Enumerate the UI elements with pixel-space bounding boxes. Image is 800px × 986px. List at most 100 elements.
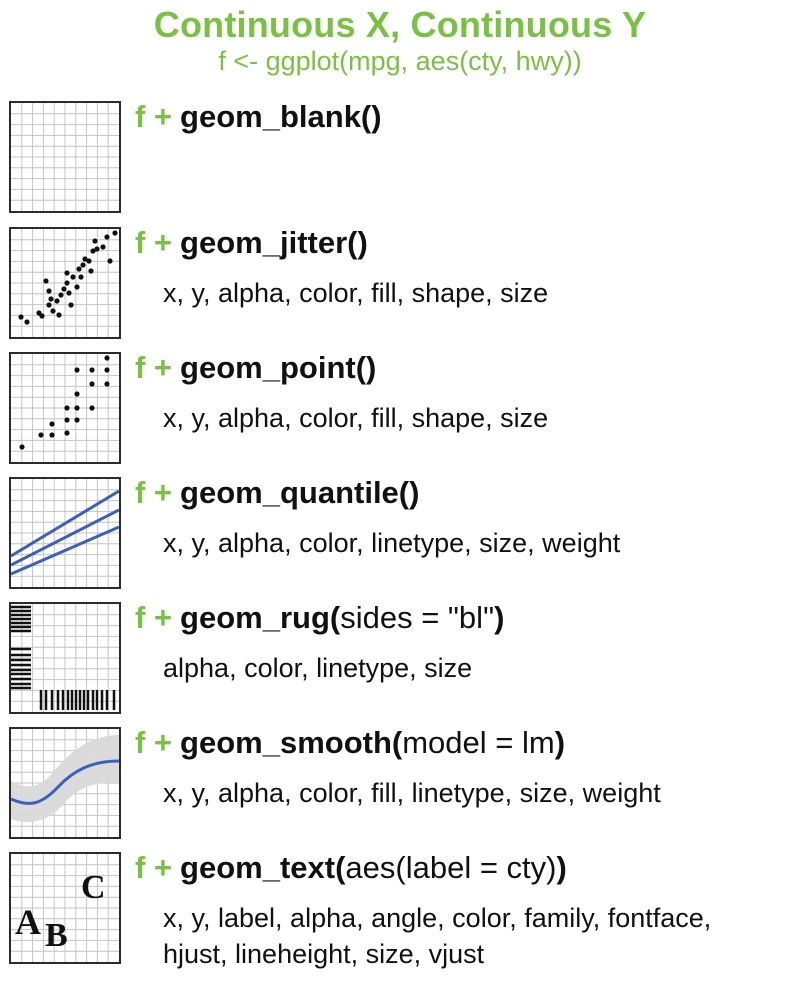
jitter-point [76, 266, 82, 272]
function-name: geom_text( [180, 850, 346, 885]
scatter-point [64, 405, 70, 411]
quantile-line-upper [11, 489, 119, 558]
function-args: aes(label = cty) [345, 850, 557, 885]
thumbnail-text: C A B [9, 852, 121, 964]
function-close: ) [366, 350, 377, 385]
f-prefix: f + [135, 475, 173, 510]
f-prefix: f + [135, 725, 173, 760]
rug-ticks-left [11, 605, 31, 690]
scatter-point [74, 405, 80, 411]
jitter-point [107, 258, 113, 264]
jitter-point [112, 230, 118, 236]
aesthetics-line-2: hjust, lineheight, size, vjust [163, 939, 485, 969]
aesthetics-list: alpha, color, linetype, size [163, 653, 473, 683]
jitter-point [66, 290, 72, 296]
glyph-a: A [15, 902, 41, 942]
jitter-point [58, 292, 64, 298]
geom-row-blank: f +geom_blank() [0, 99, 800, 213]
code-line: f +geom_point() [135, 350, 376, 386]
scatter-point [74, 391, 80, 397]
jitter-point [86, 258, 92, 264]
geom-row-point: f +geom_point() x, y, alpha, color, fill… [0, 350, 800, 464]
jitter-point [43, 278, 49, 284]
scatter-point [49, 421, 55, 427]
function-name: geom_blank( [180, 99, 372, 134]
page-title: Continuous X, Continuous Y [153, 4, 647, 45]
aesthetics-line-1: x, y, label, alpha, angle, color, family… [163, 903, 712, 933]
code-line: f +geom_smooth(model = lm) [135, 725, 565, 761]
geom-row-jitter: f +geom_jitter() x, y, alpha, color, fil… [0, 225, 800, 339]
jitter-point [39, 313, 45, 319]
function-args: model = lm [402, 725, 555, 760]
scatter-point [104, 355, 110, 361]
text-plot: C A B [11, 854, 119, 962]
geom-row-smooth: f +geom_smooth(model = lm) x, y, alpha, … [0, 725, 800, 839]
quantile-line-lower [11, 525, 119, 576]
grid-lines [11, 229, 119, 337]
jitter-point [94, 246, 100, 252]
scatter-point [104, 381, 110, 387]
thumbnail-rug [9, 602, 121, 714]
grid-lines [11, 854, 119, 962]
f-prefix: f + [135, 850, 173, 885]
jitter-point [18, 314, 24, 320]
f-prefix: f + [135, 225, 173, 260]
point-plot [11, 354, 119, 462]
jitter-point [54, 298, 60, 304]
scatter-point [64, 417, 70, 423]
quantile-plot [11, 479, 119, 587]
jitter-point [64, 270, 70, 276]
thumbnail-jitter [9, 227, 121, 339]
thumbnail-blank [9, 101, 121, 213]
blank-plot [11, 103, 119, 211]
function-close: ) [494, 600, 505, 635]
jitter-point [46, 302, 52, 308]
rug-ticks-bottom [39, 690, 116, 710]
jitter-plot [11, 229, 119, 337]
function-name: geom_quantile( [180, 475, 410, 510]
code-line: f +geom_quantile() [135, 475, 419, 511]
geom-row-quantile: f +geom_quantile() x, y, alpha, color, l… [0, 475, 800, 589]
scatter-point [104, 367, 110, 373]
jitter-point [88, 268, 94, 274]
aesthetics-list: x, y, alpha, color, fill, shape, size [163, 278, 549, 308]
aesthetics-list: x, y, alpha, color, fill, linetype, size… [163, 778, 661, 808]
aesthetics-list: x, y, label, alpha, angle, color, family… [163, 900, 711, 972]
f-prefix: f + [135, 99, 173, 134]
point-points [19, 355, 110, 450]
f-prefix: f + [135, 600, 173, 635]
rug-plot [11, 604, 119, 712]
aesthetics-list: x, y, alpha, color, linetype, size, weig… [163, 528, 621, 558]
jitter-point [104, 234, 110, 240]
jitter-point [64, 280, 70, 286]
function-name: geom_rug( [180, 600, 341, 635]
function-name: geom_point( [180, 350, 367, 385]
scatter-point [89, 367, 95, 373]
function-close: ) [371, 99, 382, 134]
thumbnail-quantile [9, 477, 121, 589]
function-args: sides = "bl" [340, 600, 495, 635]
jitter-point [50, 308, 56, 314]
grid-lines [11, 103, 119, 211]
code-line: f +geom_rug(sides = "bl") [135, 600, 504, 636]
code-line: f +geom_blank() [135, 99, 382, 135]
jitter-point [90, 248, 96, 254]
scatter-point [19, 444, 25, 450]
geom-row-rug: f +geom_rug(sides = "bl") alpha, color, … [0, 600, 800, 714]
scatter-point [38, 432, 44, 438]
smooth-plot [11, 729, 119, 837]
function-name: geom_smooth( [180, 725, 403, 760]
jitter-point [24, 319, 30, 325]
scatter-point [64, 430, 70, 436]
jitter-point [100, 244, 106, 250]
f-prefix: f + [135, 350, 173, 385]
code-line: f +geom_text(aes(label = cty)) [135, 850, 567, 886]
aesthetics-list: x, y, alpha, color, fill, shape, size [163, 403, 549, 433]
jitter-point [74, 284, 80, 290]
geom-row-text: C A B f +geom_text(aes(label = cty)) x, … [0, 850, 800, 969]
smooth-line [11, 759, 119, 805]
scatter-point [89, 405, 95, 411]
jitter-point [56, 312, 62, 318]
scatter-point [74, 367, 80, 373]
code-line: f +geom_jitter() [135, 225, 368, 261]
